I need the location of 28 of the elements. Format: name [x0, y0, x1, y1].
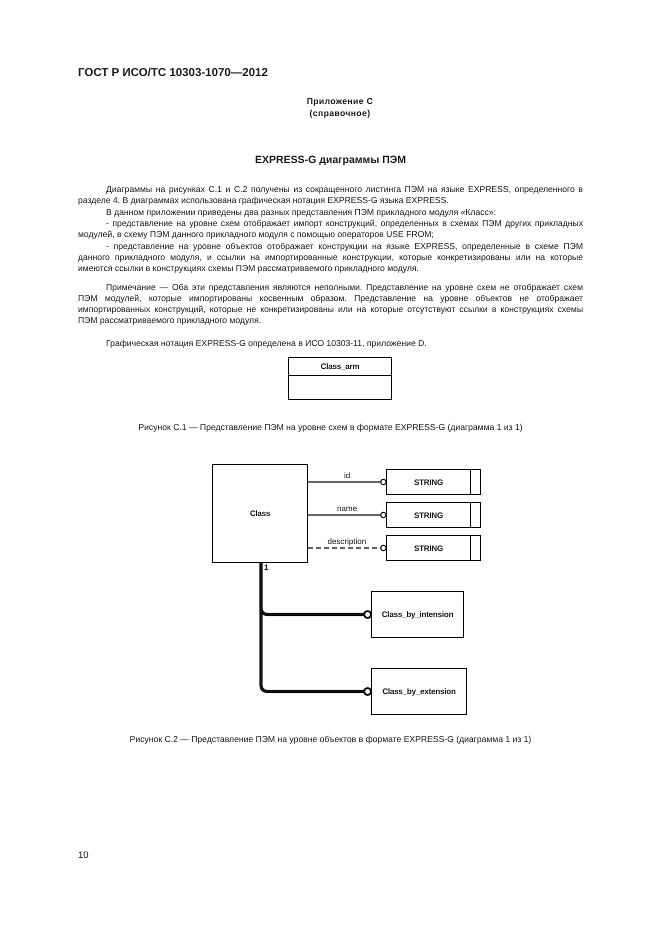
connector [308, 544, 387, 552]
type-box: STRING [386, 502, 481, 528]
section-title: EXPRESS-G диаграммы ПЭМ [254, 154, 407, 167]
entity-box: Class_by_intension [371, 591, 464, 638]
connector [259, 563, 372, 696]
annex-heading: Приложение С [306, 96, 374, 107]
page-header: ГОСТ Р ИСО/ТС 10303-1070—2012 [78, 66, 269, 80]
edge-label: name [336, 504, 358, 513]
edge-label: description [326, 537, 368, 546]
note-text: Примечание — Оба эти представления являются неполными. Представление на уровне схем не отображает схем ПЭМ модулей, которые импортированы косвенным образом. Представление на уровне объектов не отображает импортированных конструкций, которые не конкретизированы или на которые отсутствуют ссылки в конструкциях схемы ПЭМ рассматриваемого прикладного модуля. [78, 282, 583, 326]
entity-box: Class_by_extension [371, 668, 467, 715]
paragraph: В данном приложении приведены два разных представления ПЭМ прикладного модуля «Класс»: [105, 207, 497, 218]
entity-box: Class [212, 464, 308, 563]
list-item: - представление на уровне схем отображает импорт конструкций, определенных в схемах ПЭМ других прикладных модулей, в схему ПЭМ данного прикладного модуля с помощью операторов USE FROM; [78, 218, 583, 240]
edge-label: id [343, 471, 352, 480]
figure-caption: Рисунок С.1 — Представление ПЭМ на уровне схем в формате EXPRESS-G (диаграмма 1 из 1) [137, 422, 524, 433]
connector [308, 512, 387, 518]
list-item: - представление на уровне объектов отображает конструкции на языке EXPRESS, определенные в схеме ПЭМ данного прикладного модуля, и ссылки на импортированные конструкции, которые конкретизированы или на которые имеются ссылки в конструкциях схемы ПЭМ рассматриваемого прикладного модуля. [78, 241, 583, 274]
type-box: STRING [386, 469, 481, 495]
paragraph: Графическая нотация EXPRESS-G определена в ИСО 10303-11, приложение D. [105, 338, 428, 349]
type-box: STRING [386, 535, 481, 561]
cardinality-label: 1 [264, 562, 270, 573]
annex-status: (справочное) [308, 108, 372, 119]
schema-box: Class_arm [288, 357, 392, 400]
paragraph: Диаграммы на рисунках С.1 и С.2 получены из сокращенного листинга ПЭМ на языке EXPRESS, определенного в разделе 4. В диаграммах использована графическая нотация EXPRESS-G языка EXPRESS. [78, 184, 583, 206]
page-number: 10 [78, 850, 90, 861]
figure-caption: Рисунок С.2 — Представление ПЭМ на уровне объектов в формате EXPRESS-G (диаграмма 1 из 1) [128, 734, 532, 745]
connector [308, 478, 387, 486]
